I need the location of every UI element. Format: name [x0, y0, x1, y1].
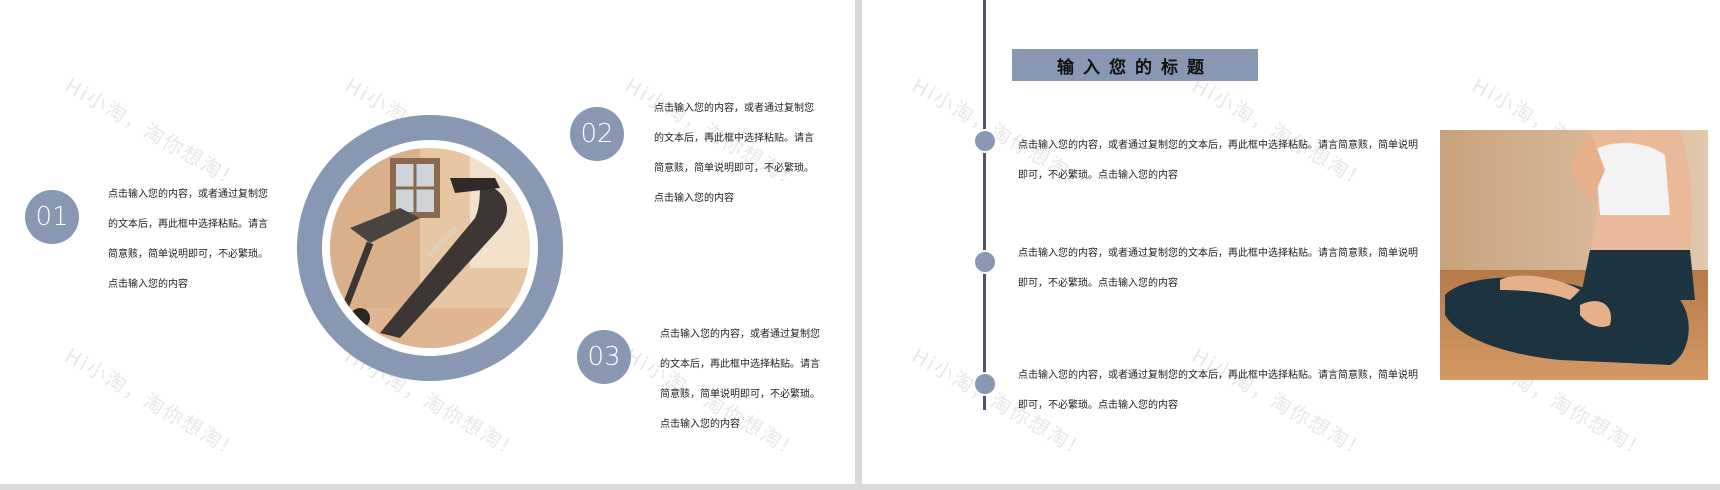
text-line: 的文本后，再此框中选择粘贴。请言 — [654, 133, 814, 144]
text-line: 即可，不必繁琐。点击输入您的内容 — [1018, 278, 1178, 289]
number-circle-03: 03 — [577, 330, 631, 384]
text-line: 简意赅，简单说明即可，不必繁琐。 — [108, 249, 268, 260]
timeline-entry-3: 点击输入您的内容，或者通过复制您的文本后，再此框中选择粘贴。请言简意赅，简单说明… — [1018, 361, 1418, 421]
timeline-line — [983, 0, 986, 410]
watermark: Hi小淘，淘你想淘! — [60, 73, 237, 189]
text-line: 点击输入您的内容，或者通过复制您 — [108, 189, 268, 200]
text-line: 点击输入您的内容，或者通过复制您 — [654, 103, 814, 114]
timeline-dot — [973, 129, 997, 153]
text-line: 点击输入您的内容，或者通过复制您的文本后，再此框中选择粘贴。请言简意赅，简单说明 — [1018, 248, 1418, 259]
text-line: 点击输入您的内容，或者通过复制您的文本后，再此框中选择粘贴。请言简意赅，简单说明 — [1018, 370, 1418, 381]
timeline-dot — [973, 250, 997, 274]
page-title: 输入您的标题 — [1012, 49, 1258, 81]
text-line: 即可，不必繁琐。点击输入您的内容 — [1018, 400, 1178, 411]
text-line: 即可，不必繁琐。点击输入您的内容 — [1018, 170, 1178, 181]
timeline-entry-1: 点击输入您的内容，或者通过复制您的文本后，再此框中选择粘贴。请言简意赅，简单说明… — [1018, 131, 1418, 191]
text-line: 简意赅，简单说明即可，不必繁琐。 — [654, 163, 814, 174]
left-slide: Hi小淘，淘你想淘! Hi小淘，淘你想淘! Hi小淘，淘你想淘! Hi小淘，淘你… — [0, 0, 855, 484]
text-line: 点击输入您的内容 — [660, 419, 740, 430]
number-circle-02: 02 — [570, 107, 624, 161]
right-slide: Hi小淘，淘你想淘! Hi小淘，淘你想淘! Hi小淘，淘你想淘! Hi小淘，淘你… — [862, 0, 1720, 484]
timeline-dot — [973, 372, 997, 396]
item-01-text: 点击输入您的内容，或者通过复制您 的文本后，再此框中选择粘贴。请言 简意赅，简单… — [108, 180, 273, 300]
text-line: 点击输入您的内容，或者通过复制您 — [660, 329, 820, 340]
treadmill-photo: MARATHON — [330, 148, 530, 348]
text-line: 的文本后，再此框中选择粘贴。请言 — [108, 219, 268, 230]
center-ring: MARATHON — [297, 115, 563, 381]
timeline-entry-2: 点击输入您的内容，或者通过复制您的文本后，再此框中选择粘贴。请言简意赅，简单说明… — [1018, 239, 1418, 299]
text-line: 简意赅，简单说明即可，不必繁琐。 — [660, 389, 820, 400]
text-line: 点击输入您的内容，或者通过复制您的文本后，再此框中选择粘贴。请言简意赅，简单说明 — [1018, 140, 1418, 151]
item-03-text: 点击输入您的内容，或者通过复制您 的文本后，再此框中选择粘贴。请言 简意赅，简单… — [660, 320, 825, 440]
text-line: 点击输入您的内容 — [108, 279, 188, 290]
text-line: 的文本后，再此框中选择粘贴。请言 — [660, 359, 820, 370]
number-circle-01: 01 — [25, 190, 79, 244]
watermark: Hi小淘，淘你想淘! — [60, 343, 237, 459]
text-line: 点击输入您的内容 — [654, 193, 734, 204]
yoga-photo — [1440, 130, 1708, 380]
item-02-text: 点击输入您的内容，或者通过复制您 的文本后，再此框中选择粘贴。请言 简意赅，简单… — [654, 94, 819, 214]
ring-inner: MARATHON — [322, 140, 538, 356]
